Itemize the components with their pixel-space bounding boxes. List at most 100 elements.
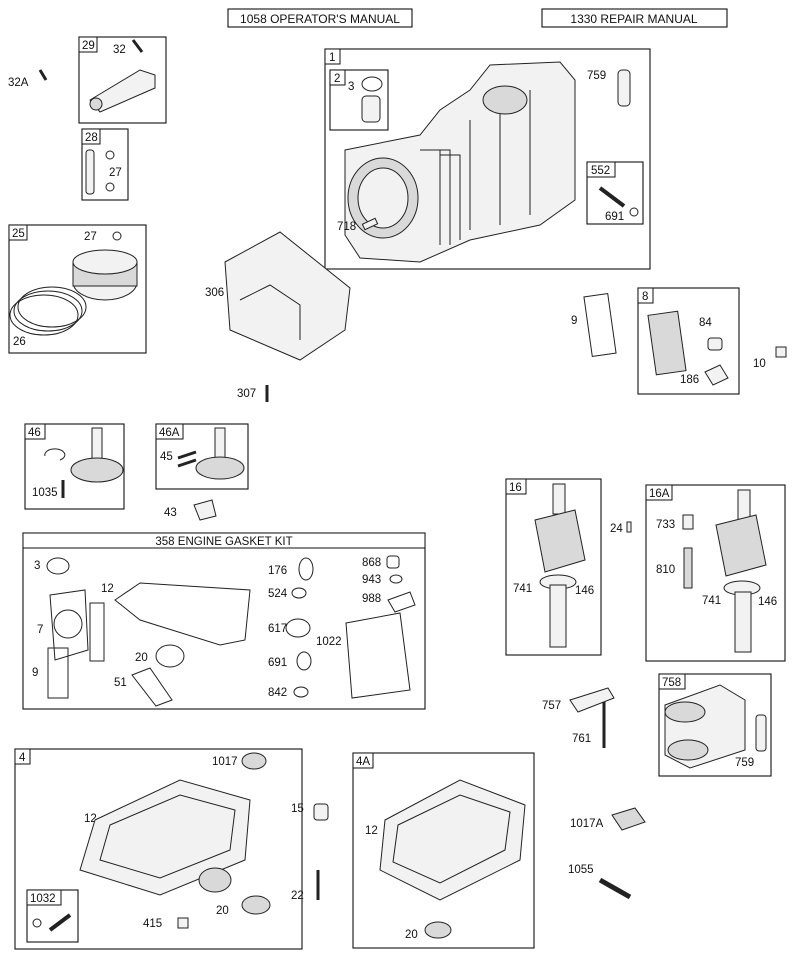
part-number-20: 20 [216, 905, 229, 917]
cylinder-block-group[interactable]: 1 2 3 759 552 691 718 [324, 48, 651, 270]
part-number-46: 46 [28, 427, 41, 439]
part-number-3: 3 [34, 560, 40, 572]
breather-cover-icon [647, 310, 687, 376]
part-number-51: 51 [114, 677, 127, 689]
plug-icon[interactable] [313, 803, 329, 821]
part-number-9: 9 [571, 315, 577, 327]
part-number-691: 691 [605, 211, 624, 223]
part-number-32: 32 [113, 44, 126, 56]
part-number-43: 43 [164, 507, 177, 519]
part-number-32a: 32A [8, 77, 29, 89]
part-number-146: 146 [575, 585, 594, 597]
piston-pin-icon [85, 149, 95, 195]
part-number-741: 741 [513, 583, 532, 595]
sump-4a-group[interactable]: 4A 12 20 [352, 752, 535, 949]
part-number-306: 306 [205, 287, 224, 299]
part-number-2: 2 [334, 73, 340, 85]
dipstick-tube-icon[interactable] [598, 877, 632, 900]
part-number-761: 761 [572, 733, 591, 745]
part-number-758: 758 [662, 677, 681, 689]
part-number-22: 22 [291, 890, 304, 902]
valve-cover-gasket-icon [345, 612, 411, 699]
part-number-552: 552 [591, 165, 610, 177]
part-number-810: 810 [656, 564, 675, 576]
operators-manual-label: 1058 OPERATOR'S MANUAL [240, 12, 400, 26]
part-number-1017a: 1017A [570, 818, 604, 830]
part-number-8: 8 [642, 291, 648, 303]
part-number-1055: 1055 [568, 864, 594, 876]
oil-filter-adapter-icon[interactable] [611, 807, 646, 831]
dowel-pin-icon [617, 69, 631, 107]
part-number-20: 20 [405, 929, 418, 941]
crankshaft-group[interactable]: 16 741 146 [505, 478, 602, 656]
air-guide-icon[interactable] [224, 231, 351, 361]
part-number-16a: 16A [649, 488, 670, 500]
governor-arm-icon[interactable] [569, 687, 615, 713]
part-number-943: 943 [362, 574, 381, 586]
breather-gasket-icon[interactable] [583, 293, 617, 357]
crankshaft-icon [534, 483, 586, 648]
sump-icon [79, 779, 251, 896]
part-number-176: 176 [268, 565, 287, 577]
crankshaft-16a-group[interactable]: 16A 733 810 741 146 [645, 484, 786, 662]
part-number-524: 524 [268, 588, 288, 600]
gasket-kit-title: 358 ENGINE GASKET KIT [155, 536, 292, 548]
part-number-186: 186 [680, 374, 699, 386]
camshaft-46a-group[interactable]: 46A 45 [155, 423, 249, 490]
repair-manual-box[interactable]: 1330 REPAIR MANUAL [541, 8, 728, 28]
part-number-759: 759 [735, 757, 754, 769]
piston-pin-group[interactable]: 28 27 [81, 128, 129, 201]
connecting-rod-group[interactable]: 29 32 [78, 36, 167, 124]
piston-group[interactable]: 25 27 26 [8, 224, 147, 354]
part-number-16: 16 [509, 482, 522, 494]
bolt-icon [38, 69, 48, 81]
bushing-icon [361, 95, 381, 123]
part-number-27: 27 [109, 167, 122, 179]
breather-tube-icon [598, 186, 626, 208]
part-number-4: 4 [19, 752, 26, 764]
part-number-15: 15 [291, 803, 304, 815]
part-number-7: 7 [37, 624, 43, 636]
engine-gasket-kit[interactable]: 358 ENGINE GASKET KIT 3 12 7 9 20 51 176… [22, 532, 426, 710]
part-number-1: 1 [329, 52, 335, 64]
part-number-1022: 1022 [316, 636, 342, 648]
part-number-28: 28 [85, 132, 98, 144]
part-number-46a: 46A [159, 427, 180, 439]
part-number-988: 988 [362, 593, 381, 605]
screw-icon [775, 346, 787, 358]
elbow-fitting-icon [704, 364, 729, 386]
sump-group[interactable]: 4 1017 12 1032 415 20 [14, 748, 303, 950]
balancer-group[interactable]: 758 759 [658, 673, 772, 777]
part-number-1017: 1017 [212, 756, 238, 768]
part-number-868: 868 [362, 557, 381, 569]
head-gasket-icon [49, 589, 89, 661]
rod-bolt-icon [131, 39, 144, 53]
part-number-45: 45 [160, 451, 173, 463]
camshaft-gear-icon [70, 427, 124, 483]
spring-icon [48, 913, 72, 932]
part-number-1035: 1035 [32, 487, 58, 499]
part-number-617: 617 [268, 623, 287, 635]
part-number-24: 24 [610, 523, 623, 535]
balancer-icon [664, 684, 746, 769]
part-number-691: 691 [268, 657, 287, 669]
part-number-757: 757 [542, 700, 561, 712]
part-number-146: 146 [758, 596, 777, 608]
breather-group[interactable]: 8 84 186 [637, 287, 740, 395]
seal-ring-icon [361, 76, 383, 92]
part-number-26: 26 [13, 336, 26, 348]
repair-manual-label: 1330 REPAIR MANUAL [570, 12, 697, 26]
part-number-12: 12 [101, 583, 114, 595]
piston-icon [72, 249, 138, 301]
part-number-10: 10 [753, 358, 766, 370]
part-number-1032: 1032 [30, 893, 56, 905]
part-number-29: 29 [82, 40, 95, 52]
sump-gasket-icon [114, 582, 251, 646]
part-number-9: 9 [32, 667, 38, 679]
part-number-307: 307 [237, 388, 256, 400]
governor-icon[interactable] [193, 499, 217, 521]
part-number-25: 25 [12, 228, 25, 240]
operators-manual-box[interactable]: 1058 OPERATOR'S MANUAL [227, 8, 413, 28]
camshaft-group[interactable]: 46 1035 [24, 423, 125, 510]
